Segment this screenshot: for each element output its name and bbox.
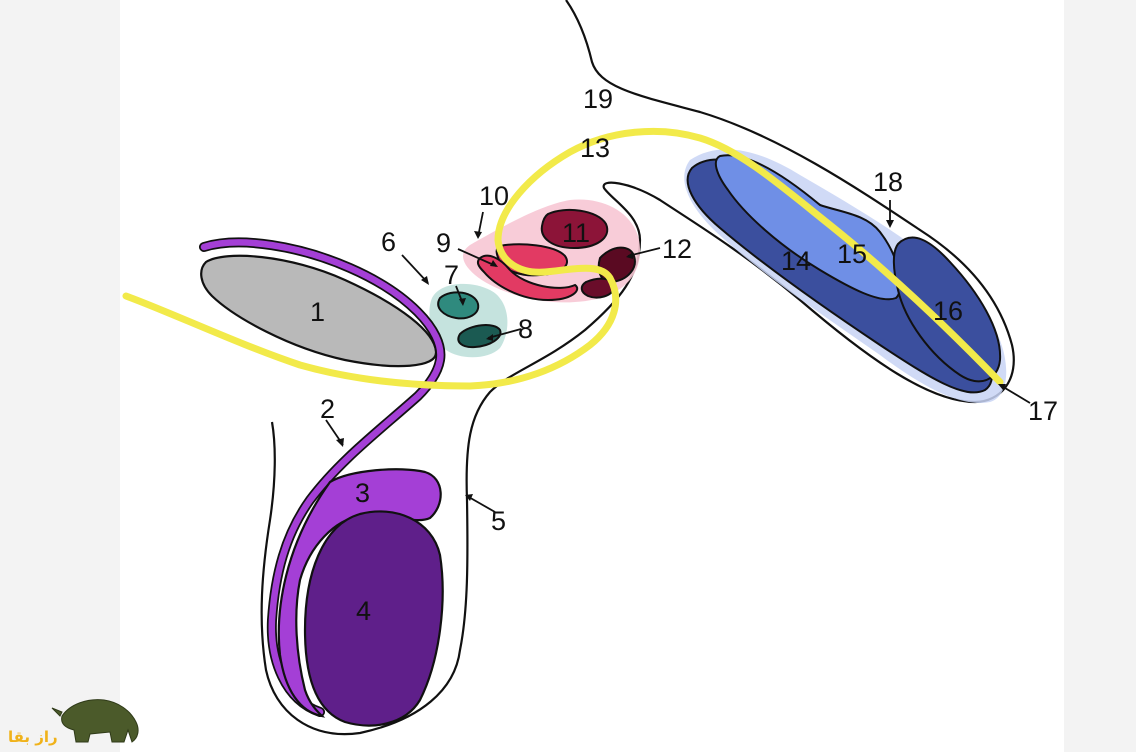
label-16: 16	[933, 296, 963, 326]
label-10: 10	[479, 181, 509, 211]
label-11: 11	[562, 218, 590, 248]
label-2: 2	[320, 394, 335, 424]
label-15: 15	[837, 239, 867, 269]
watermark-logo: راز بقا	[8, 700, 138, 746]
label-1: 1	[310, 297, 325, 327]
label-12: 12	[662, 234, 692, 264]
organ-4	[305, 511, 443, 725]
label-18: 18	[873, 167, 903, 197]
label-19: 19	[583, 84, 613, 114]
label-3: 3	[355, 478, 370, 508]
label-14: 14	[781, 246, 811, 276]
label-9: 9	[436, 228, 451, 258]
label-13: 13	[580, 133, 610, 163]
structure-7	[438, 292, 478, 318]
label-4: 4	[356, 596, 371, 626]
rhino-icon	[52, 700, 138, 742]
label-8: 8	[518, 314, 533, 344]
label-7: 7	[444, 260, 459, 290]
label-5: 5	[491, 506, 506, 536]
watermark-text: راز بقا	[8, 728, 58, 746]
label-17: 17	[1028, 396, 1058, 426]
label-6: 6	[381, 227, 396, 257]
